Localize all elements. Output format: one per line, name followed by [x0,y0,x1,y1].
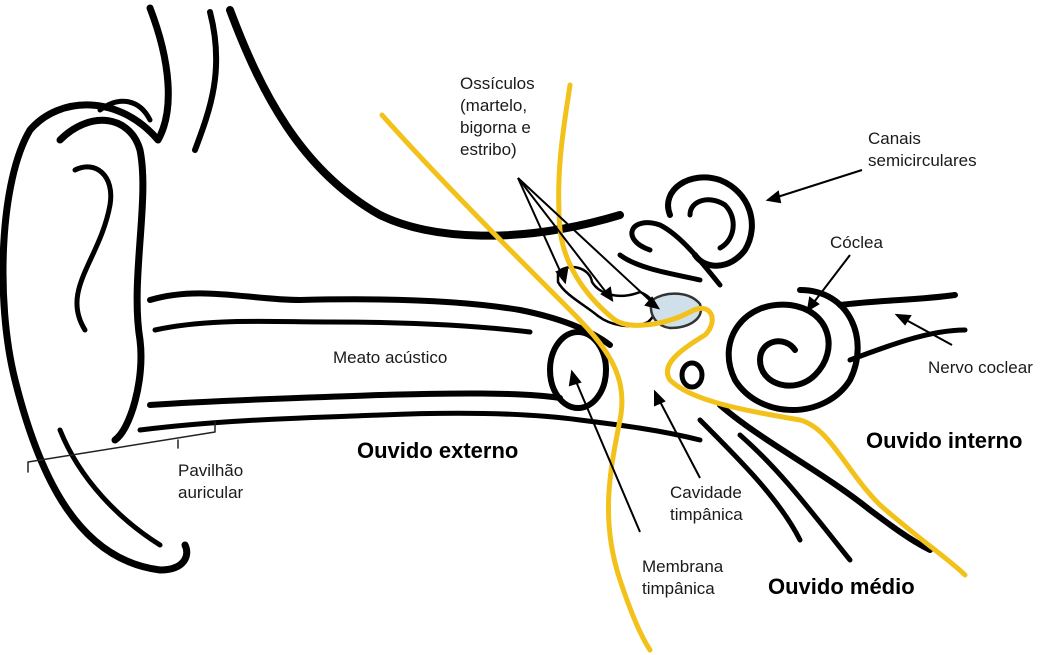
inner-ear-region-title: Ouvido interno [866,428,1022,454]
ossicles-label: Ossículos (martelo, bigorna e estribo) [460,73,535,161]
pinna-label: Pavilhão auricular [178,460,243,504]
semicircular-canals-label: Canais semicirculares [868,128,977,172]
outer-ear-region-title: Ouvido externo [357,438,518,464]
tympanic-membrane-label: Membrana timpânica [642,556,723,600]
acoustic-meatus-label: Meato acústico [333,347,447,369]
semicircular-canals-shapes [620,177,752,285]
tympanic-cavity-label: Cavidade timpânica [670,482,743,526]
middle-ear-region-title: Ouvido médio [768,574,915,600]
cochlear-nerve-label: Nervo coclear [928,357,1033,379]
cochlea-label: Cóclea [830,232,883,254]
